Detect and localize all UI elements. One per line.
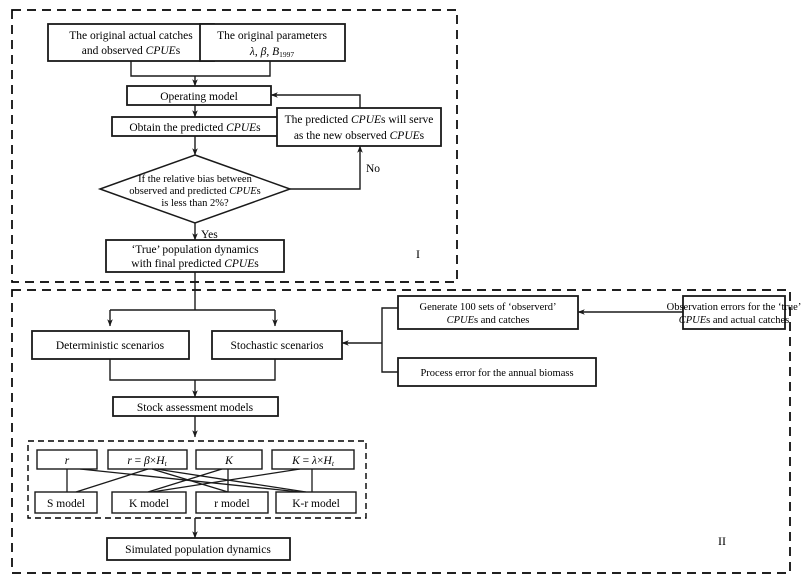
node-simulated-population bbox=[106, 537, 291, 561]
node-decision-bias bbox=[97, 154, 293, 224]
node-model-S bbox=[34, 491, 98, 514]
node-decision-bias-line3: is less than 2%? bbox=[161, 198, 229, 209]
edge-r-eq-to-S-model bbox=[75, 468, 149, 493]
node-original-catches-line2: and observed CPUEs bbox=[82, 45, 181, 57]
node-param-K bbox=[195, 449, 263, 470]
node-generate-sets-line2: CPUEs and catches bbox=[447, 315, 530, 326]
edge-parameters-to-merge bbox=[195, 61, 271, 77]
node-stochastic-scenarios-label: Stochastic scenarios bbox=[231, 340, 324, 352]
node-observation-errors bbox=[682, 295, 786, 330]
node-operating-model-label: Operating model bbox=[160, 91, 238, 103]
node-model-K-label: K model bbox=[129, 498, 169, 510]
edge-predicted-serve-to-operating bbox=[270, 92, 361, 108]
node-observation-errors-line1: Observation errors for the ‘true’ bbox=[667, 302, 801, 313]
node-stochastic-scenarios bbox=[211, 330, 343, 360]
node-stock-assessment-label: Stock assessment models bbox=[137, 402, 254, 414]
edge-K-eq-to-K-model bbox=[151, 468, 301, 493]
node-process-error bbox=[397, 357, 597, 387]
edge-generate-to-bus bbox=[381, 307, 398, 343]
edge-label-yes: Yes bbox=[201, 229, 218, 241]
node-stock-assessment bbox=[112, 396, 279, 417]
node-original-parameters-symbols: λ, β, B1997 bbox=[249, 46, 295, 59]
models-group-border bbox=[27, 440, 367, 519]
node-predicted-serve bbox=[276, 107, 442, 147]
node-model-Kr-label: K-r model bbox=[292, 498, 340, 510]
node-param-K-eq-label: K = λ×Ht bbox=[291, 455, 335, 468]
node-predicted-serve-line2: as the new observed CPUEs bbox=[294, 130, 425, 142]
edge-deterministic-down bbox=[109, 359, 195, 381]
node-operating-model bbox=[126, 85, 272, 106]
node-generate-sets-line1: Generate 100 sets of ‘observerd’ bbox=[419, 302, 556, 313]
node-true-population-line2: with final predicted CPUEs bbox=[131, 258, 259, 270]
node-original-parameters bbox=[199, 23, 346, 62]
node-model-Kr bbox=[275, 491, 357, 514]
node-true-population bbox=[105, 239, 285, 273]
region-I-label: I bbox=[416, 247, 420, 261]
node-param-r-eq bbox=[107, 449, 188, 470]
edge-process-error-to-bus bbox=[381, 343, 398, 373]
node-true-population-line1: ‘True’ population dynamics bbox=[131, 244, 259, 256]
node-param-r-label: r bbox=[65, 455, 70, 467]
edge-decision-no-to-predicted-serve bbox=[290, 145, 363, 190]
node-deterministic-scenarios bbox=[31, 330, 190, 360]
region-II-label: II bbox=[718, 534, 726, 548]
node-param-r bbox=[36, 449, 98, 470]
edge-catches-to-merge bbox=[130, 61, 195, 77]
edge-r-eq-to-r-model bbox=[151, 468, 229, 493]
node-original-catches-line1: The original actual catches bbox=[69, 30, 193, 42]
node-process-error-label: Process error for the annual biomass bbox=[420, 368, 573, 379]
node-generate-sets bbox=[397, 295, 579, 330]
node-param-K-label: K bbox=[224, 455, 234, 467]
node-obtain-predicted-label: Obtain the predicted CPUEs bbox=[129, 122, 261, 134]
region-I-border bbox=[11, 9, 458, 283]
node-model-K bbox=[111, 491, 187, 514]
node-param-r-eq-label: r = β×Ht bbox=[127, 455, 167, 468]
region-II-border bbox=[11, 289, 791, 574]
node-model-S-label: S model bbox=[47, 498, 85, 510]
node-observation-errors-line2: CPUEs and actual catches bbox=[679, 315, 790, 326]
node-original-parameters-line1: The original parameters bbox=[217, 30, 327, 42]
node-param-K-eq bbox=[271, 449, 355, 470]
node-deterministic-scenarios-label: Deterministic scenarios bbox=[56, 340, 165, 352]
edge-r-eq-to-Kr-model bbox=[155, 468, 307, 493]
edge-K-to-K-model bbox=[147, 468, 223, 493]
edge-stochastic-down bbox=[195, 359, 276, 381]
node-decision-bias-line2: observed and predicted CPUEs bbox=[129, 186, 261, 197]
node-simulated-population-label: Simulated population dynamics bbox=[125, 544, 271, 556]
node-predicted-serve-line1: The predicted CPUEs will serve bbox=[285, 114, 434, 126]
node-model-r bbox=[195, 491, 269, 514]
node-model-r-label: r model bbox=[214, 498, 249, 510]
edge-label-no: No bbox=[366, 163, 380, 175]
node-decision-bias-line1: If the relative bias between bbox=[138, 174, 252, 185]
